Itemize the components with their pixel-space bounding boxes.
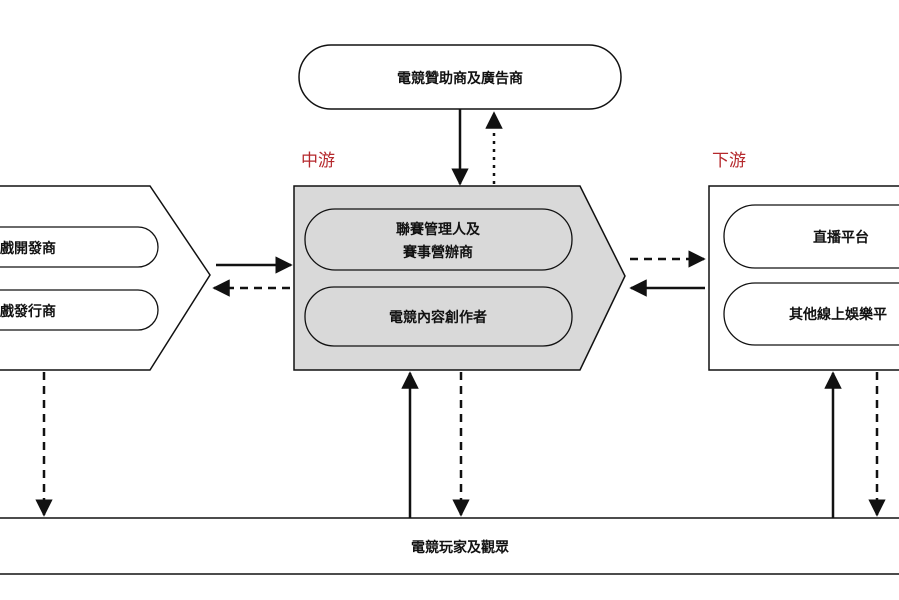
downstream-item-2-label: 其他線上娛樂平	[789, 306, 887, 323]
sponsor-box: 電競贊助商及廣告商	[298, 44, 622, 110]
players-label: 電競玩家及觀眾	[411, 539, 509, 556]
midstream-title: 中游	[301, 151, 335, 171]
midstream-item-1-line-2: 賽事營辦商	[402, 244, 473, 261]
upstream-item-1-box	[0, 226, 159, 268]
sponsor-label: 電競贊助商及廣告商	[397, 70, 523, 87]
downstream-item-2-box	[723, 282, 899, 346]
upstream-chevron: 遊戲開發商 遊戲發行商	[0, 185, 211, 371]
midstream-item-1-line-1: 聯賽管理人及	[396, 221, 481, 238]
midstream-item-2-label: 電競內容創作者	[389, 309, 487, 326]
players-bar: 電競玩家及觀眾	[0, 517, 899, 575]
downstream-title: 下游	[712, 151, 746, 171]
upstream-item-2-label: 遊戲發行商	[0, 303, 56, 320]
midstream-chevron: 聯賽管理人及 賽事營辦商 電競內容創作者	[293, 185, 626, 371]
midstream-item-1-box	[304, 208, 573, 271]
downstream-item-1-box	[723, 204, 899, 269]
upstream-item-2-box	[0, 289, 159, 331]
upstream-item-1-label: 遊戲開發商	[0, 240, 56, 257]
downstream-box: 直播平台 其他線上娛樂平	[708, 185, 899, 371]
downstream-item-1-label: 直播平台	[813, 229, 869, 246]
midstream-item-2-box	[304, 286, 573, 347]
